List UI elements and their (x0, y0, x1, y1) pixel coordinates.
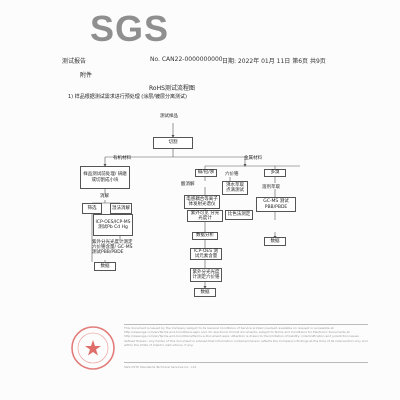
flow-box-uv-crvi: 紫外分光光度 计测定六价铬 (190, 268, 222, 282)
flow-digest-label: 消解 (100, 194, 109, 199)
flow-box-colorimetry: 比色法测定 (225, 210, 253, 220)
flowchart-note: 1) 样品根据测试需求进行预处理 (涂层/镀层分离测试) (68, 94, 187, 100)
sgs-logo: SGS (90, 8, 170, 49)
flow-branch-organic: 有机材料 (113, 156, 131, 161)
flow-box-data-right: 数据 (264, 237, 286, 246)
footer-divider-bottom (124, 362, 368, 363)
footer-divider (124, 324, 368, 325)
report-date-page: 日期: 2022年 01月 11日 第6页 共9页 (222, 56, 326, 65)
report-date: 日期: 2022年 01月 11日 (222, 58, 291, 65)
flow-box-data-analysis: 数据分析 (192, 232, 218, 240)
footer-terms: This document is issued by the Company s… (124, 326, 368, 347)
flow-label-solvent: 溶剂萃取 (262, 185, 280, 190)
flow-label-crvi: 六价铬 (225, 172, 239, 177)
section-label: 附件 (80, 72, 93, 79)
flow-box-icp-test: ICP-OES/ICP-MS 测试Pb Cd Hg (93, 214, 133, 236)
flow-box-uv-vis: 紫外可见 分光光度计 (187, 210, 223, 222)
footer-address: SGS-CSTC Standards Technical Services Co… (124, 365, 197, 369)
flow-box-pretreat: 样品测试前处理/ 研磨或切割成小块 (80, 166, 130, 189)
flowchart-title: RoHS测试流程图 (149, 85, 195, 92)
report-label: 测试报告 (62, 58, 87, 65)
official-seal-stamp (71, 326, 115, 370)
flow-box-cd-pb-hg: 镉/铅/汞 (195, 169, 217, 177)
flow-branch-metal: 金属材料 (244, 156, 262, 161)
flow-box-data-left: 数据 (94, 262, 116, 271)
report-page-number: 第6页 共9页 (292, 58, 326, 65)
flow-box-pbb: 多溴 (264, 169, 286, 177)
flow-label-acid-digest: 酸消解 (181, 182, 195, 187)
flow-box-wet-digest: 湿法消解 (110, 203, 132, 214)
report-number: No. CAN22-0000000000 (150, 56, 223, 63)
flow-box-icp-element: ICP-OES 测试元素含量 (190, 248, 222, 260)
flow-box-icp-oes: 电感耦合等离子 体发射光谱仪 (184, 195, 220, 209)
flow-start-label: 测试样品 (160, 114, 178, 119)
flow-uv-test-label: 紫外分光光度计测定 六价铬含量/ GC-MS测试PBB/PBDE (92, 240, 133, 255)
flow-box-screen: 筛选 (82, 203, 102, 214)
flow-box-cut: 切割 (153, 137, 193, 149)
flow-box-data-final: 数据 (194, 288, 216, 297)
flow-box-boil-extract: 沸水萃取 点滴测试 (222, 181, 248, 195)
flow-box-gcms: GC-MS 测试PBB/PBDE (256, 197, 296, 212)
